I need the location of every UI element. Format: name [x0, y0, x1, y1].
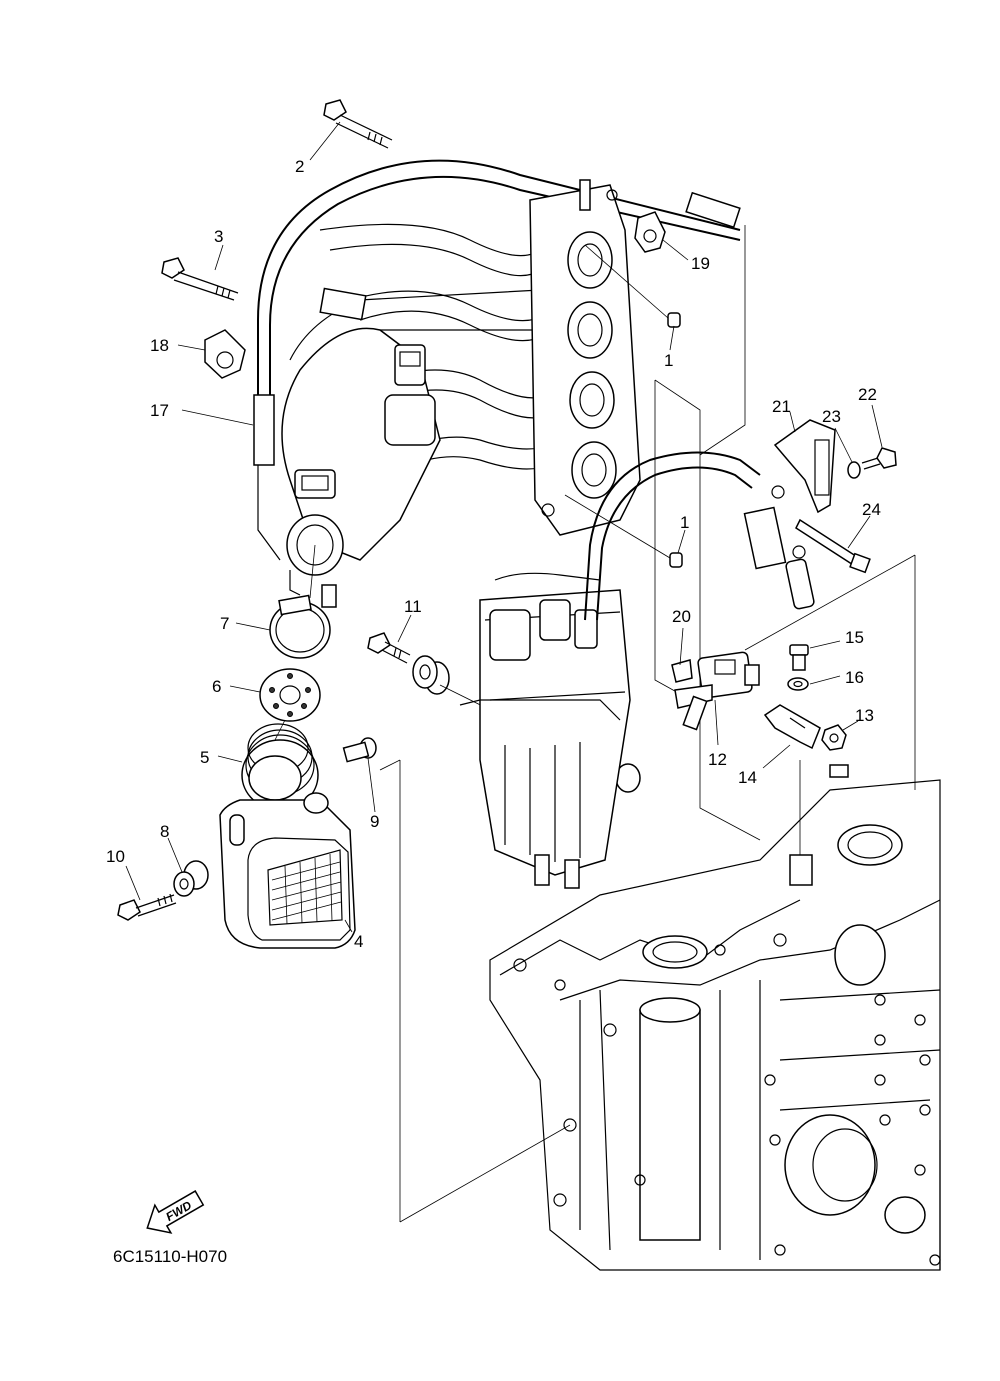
washer-part-23 [847, 461, 861, 479]
cable-tie-part-24 [795, 518, 871, 574]
grommet-part-11b [412, 655, 641, 793]
bolt-part-3 [161, 257, 239, 301]
collar-part-9 [342, 737, 377, 763]
callout-label: 8 [160, 822, 169, 841]
bracket-part-14 [763, 704, 821, 750]
callout-label: 1 [664, 351, 673, 370]
bolt-part-22 [861, 447, 897, 470]
callout-label: 20 [672, 607, 691, 626]
callout-label: 17 [150, 401, 169, 420]
dowel-pin-lower [564, 494, 683, 568]
silencer-part-4 [219, 792, 356, 949]
bolt-part-15 [789, 644, 809, 671]
nut-part-13 [821, 724, 847, 751]
callout-label: 12 [708, 750, 727, 769]
callout-labels: 1 1 2 3 4 5 6 7 8 9 10 11 12 13 14 15 16… [106, 157, 881, 951]
callout-label: 11 [404, 597, 422, 616]
dowel-pin-upper [584, 244, 681, 328]
leader-lines [125, 121, 883, 933]
callout-label: 2 [295, 157, 304, 176]
callout-label: 15 [845, 628, 864, 647]
intake-manifold [257, 179, 641, 608]
bolt-part-10 [117, 893, 177, 921]
bolt-part-11 [367, 632, 411, 664]
callout-label: 18 [150, 336, 169, 355]
clamp-part-18 [204, 329, 246, 379]
callout-label: 7 [220, 614, 229, 633]
grommet-part-8 [173, 860, 209, 897]
callout-label: 13 [855, 706, 874, 725]
callout-label: 3 [214, 227, 223, 246]
callout-label: 10 [106, 847, 125, 866]
washer-part-16 [787, 677, 809, 691]
clip-part-20 [671, 659, 693, 683]
breather-hose [253, 159, 741, 466]
bolt-part-2 [323, 99, 393, 149]
callout-label: 5 [200, 748, 209, 767]
solenoid-valve-part-12 [674, 651, 760, 731]
callout-label: 19 [691, 254, 710, 273]
callout-label: 16 [845, 668, 864, 687]
fuel-hose [584, 451, 815, 621]
callout-label: 14 [738, 768, 757, 787]
callout-label: 4 [354, 932, 363, 951]
gasket-part-6 [259, 668, 321, 722]
callout-label: 23 [822, 407, 841, 426]
assembly-phantom-lines [379, 225, 916, 1223]
intake-boot-part-5 [241, 719, 319, 811]
holder-part-21 [773, 419, 836, 514]
callout-label: 6 [212, 677, 221, 696]
vapor-separator [459, 572, 631, 889]
drawing-code: 6C15110-H070 [113, 1247, 227, 1266]
callout-label: 22 [858, 385, 877, 404]
fwd-arrow-icon: FWD [146, 1190, 205, 1234]
callout-label: 21 [772, 397, 791, 416]
clamp-part-19 [634, 211, 666, 253]
callout-label: 1 [680, 513, 689, 532]
callout-label: 9 [370, 812, 379, 831]
cylinder-block [489, 764, 941, 1271]
callout-label: 24 [862, 500, 881, 519]
